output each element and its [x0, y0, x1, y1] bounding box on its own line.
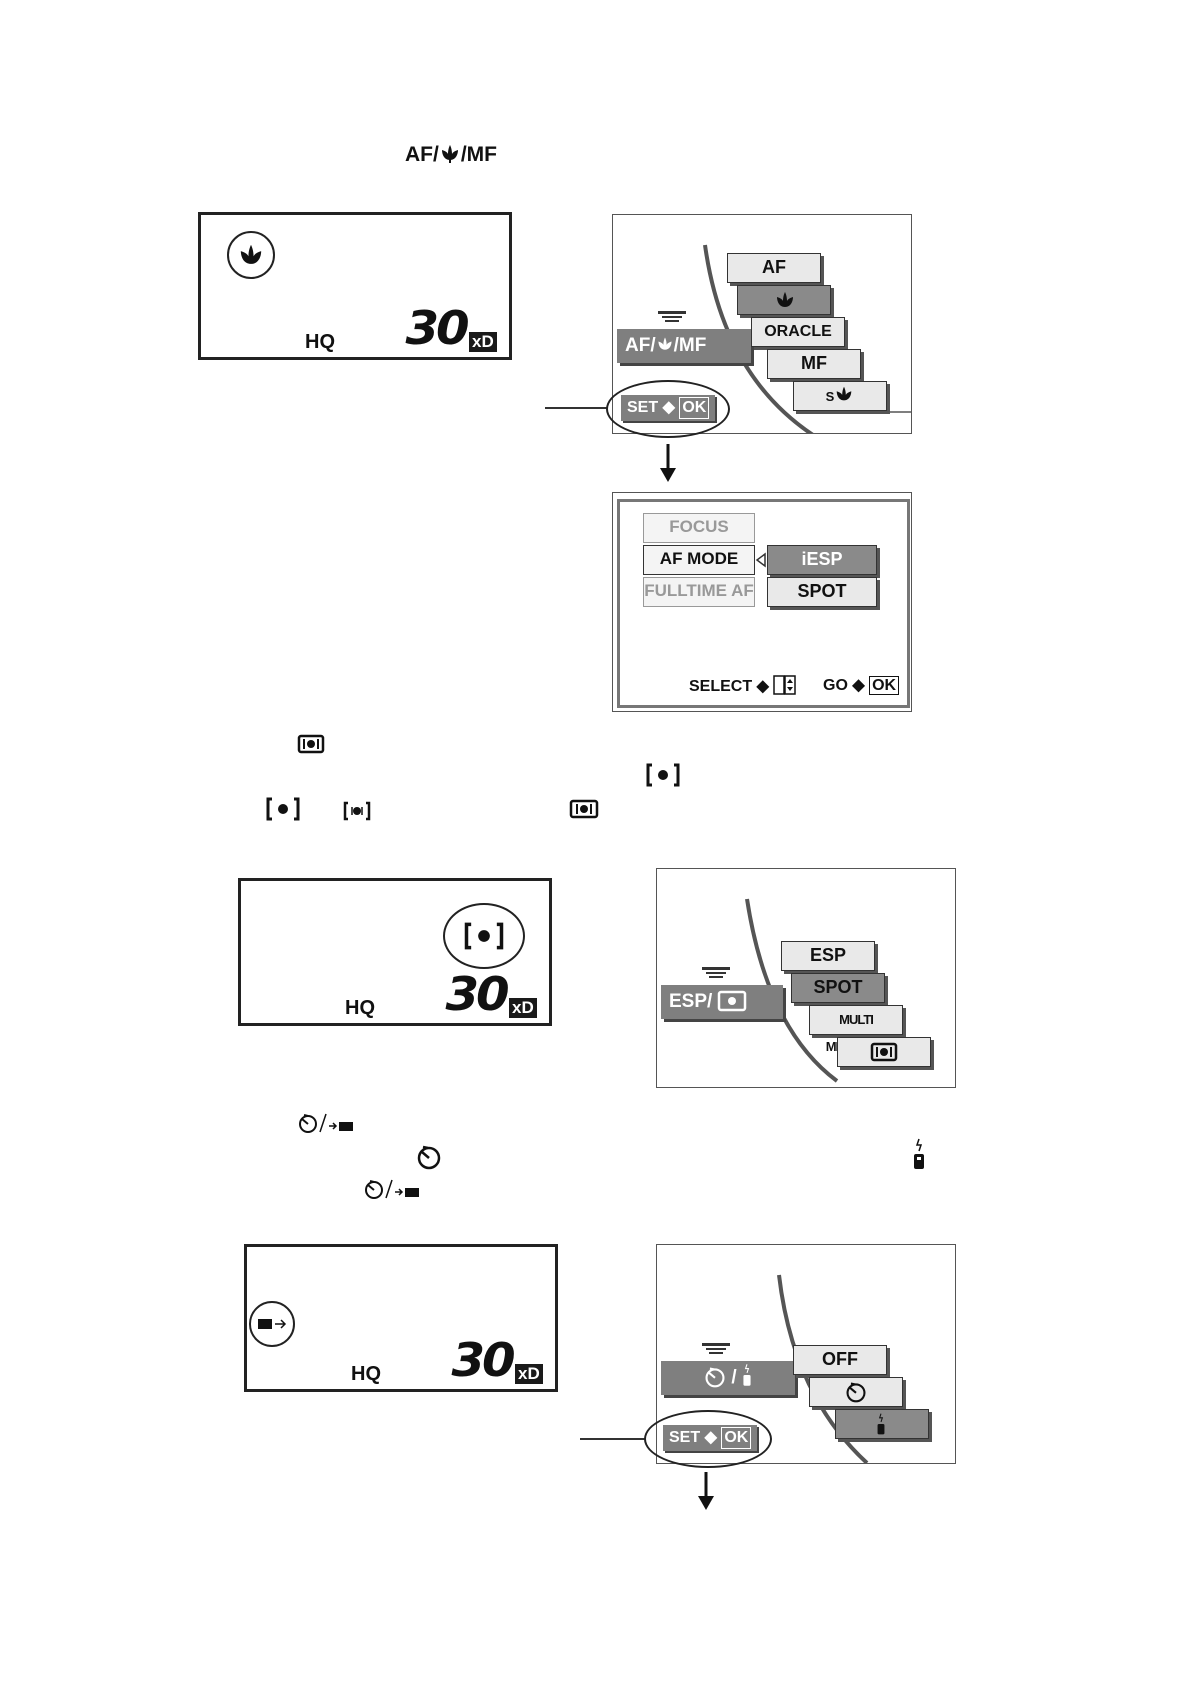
af-option-spot[interactable]: SPOT — [767, 577, 877, 607]
remote-highlight-circle — [249, 1301, 295, 1347]
shots-remaining: 30 — [451, 1333, 516, 1387]
lcd-panel-metering: HQ 30 xD — [238, 878, 552, 1026]
lcd-panel-drive: HQ 30 xD — [244, 1244, 558, 1392]
set-ok-highlight-ellipse — [606, 380, 730, 438]
go-hint: GO ◆ OK — [823, 675, 900, 695]
af-mode-menu-screen: FOCUS MODE AF MODE FULLTIME AF iESP SPOT… — [612, 492, 912, 712]
menu-curve — [777, 1274, 869, 1463]
menu-tab-icon — [702, 1343, 730, 1354]
media-badge: xD — [509, 998, 537, 1018]
self-timer-remote-icon — [299, 1113, 353, 1133]
macro-highlight-circle — [227, 231, 275, 279]
metering-option-spot[interactable]: SPOT — [791, 973, 885, 1003]
down-arrow-icon — [698, 1472, 714, 1510]
menu-item-fulltime-af[interactable]: FULLTIME AF — [643, 577, 755, 607]
tag-prefix: ESP/ — [669, 991, 713, 1012]
metering-menu-screen: ESP/ ESP SPOT MULTI METERING — [656, 868, 956, 1088]
super-macro-prefix: S — [825, 389, 835, 404]
spot-metering-icon — [464, 922, 504, 950]
heading-suffix: /MF — [460, 143, 497, 166]
focus-option-mf[interactable]: MF — [767, 349, 861, 379]
spot-metering-icon — [266, 797, 300, 821]
tag-separator: / — [731, 1367, 737, 1388]
macro-icon — [441, 145, 458, 163]
heading-prefix: AF/ — [405, 143, 439, 166]
media-badge: xD — [469, 332, 497, 352]
drive-tag: / — [661, 1361, 795, 1395]
quality-label: HQ — [305, 331, 335, 353]
macro-icon — [777, 292, 793, 307]
shots-remaining: 30 — [445, 967, 510, 1021]
select-label: SELECT — [689, 678, 753, 695]
tag-prefix: AF/ — [625, 335, 656, 356]
ok-label: OK — [869, 676, 900, 695]
menu-item-focus-mode[interactable]: FOCUS MODE — [643, 513, 755, 562]
quality-label: HQ — [351, 1363, 381, 1385]
multi-metering-icon — [569, 799, 599, 819]
macro-icon — [837, 386, 852, 401]
metering-option-multi[interactable]: MULTI METERING — [809, 1005, 903, 1054]
go-label: GO — [823, 677, 848, 694]
metering-option-multi-icon[interactable] — [837, 1037, 931, 1067]
set-ok-highlight-ellipse — [644, 1410, 772, 1468]
spot-metering-icon — [717, 990, 746, 1012]
focus-option-oracle-af[interactable]: ORACLE AF — [751, 317, 845, 367]
section-heading: AF/ /MF — [405, 142, 497, 167]
arrow-pad-icon — [773, 675, 797, 695]
media-badge: xD — [515, 1364, 543, 1384]
drive-option-self-timer[interactable] — [809, 1377, 903, 1407]
lcd-panel-macro: HQ 30 xD — [198, 212, 512, 360]
self-timer-icon — [417, 1145, 441, 1170]
multi-metering-icon — [343, 801, 371, 821]
af-option-iesp[interactable]: iESP — [767, 545, 877, 575]
macro-icon — [240, 244, 262, 264]
self-timer-icon — [846, 1382, 866, 1403]
callout-line — [580, 1438, 646, 1440]
self-timer-remote-icon — [365, 1179, 419, 1199]
focus-option-af[interactable]: AF — [727, 253, 821, 283]
tag-suffix: /MF — [673, 335, 707, 356]
drive-option-off[interactable]: OFF — [793, 1345, 887, 1375]
down-arrow-icon — [660, 444, 676, 482]
macro-icon — [658, 337, 672, 350]
drive-option-remote[interactable] — [835, 1409, 929, 1439]
spot-metering-icon — [646, 763, 680, 787]
callout-line — [545, 407, 607, 409]
metering-highlight-circle — [443, 903, 525, 969]
metering-option-esp[interactable]: ESP — [781, 941, 875, 971]
multi-metering-icon — [870, 1042, 898, 1062]
remote-control-icon — [743, 1364, 751, 1386]
self-timer-icon — [705, 1367, 725, 1388]
remote-control-icon — [914, 1138, 924, 1169]
multi-metering-icon — [297, 734, 325, 754]
focus-option-macro[interactable] — [737, 285, 831, 315]
focus-option-super-macro[interactable]: S — [793, 381, 887, 411]
quality-label: HQ — [345, 997, 375, 1019]
shots-remaining: 30 — [405, 301, 470, 355]
menu-tab-icon — [658, 311, 686, 322]
remote-control-icon — [877, 1413, 885, 1435]
menu-item-af-mode[interactable]: AF MODE — [643, 545, 755, 575]
focus-tag: AF/ /MF — [617, 329, 751, 363]
metering-tag: ESP/ — [661, 985, 783, 1019]
menu-tab-icon — [702, 967, 730, 978]
arrow-left-icon — [755, 552, 766, 568]
select-hint: SELECT ◆ — [689, 675, 797, 696]
remote-indicator-icon — [258, 1319, 287, 1329]
screen-inner-frame — [617, 499, 910, 708]
